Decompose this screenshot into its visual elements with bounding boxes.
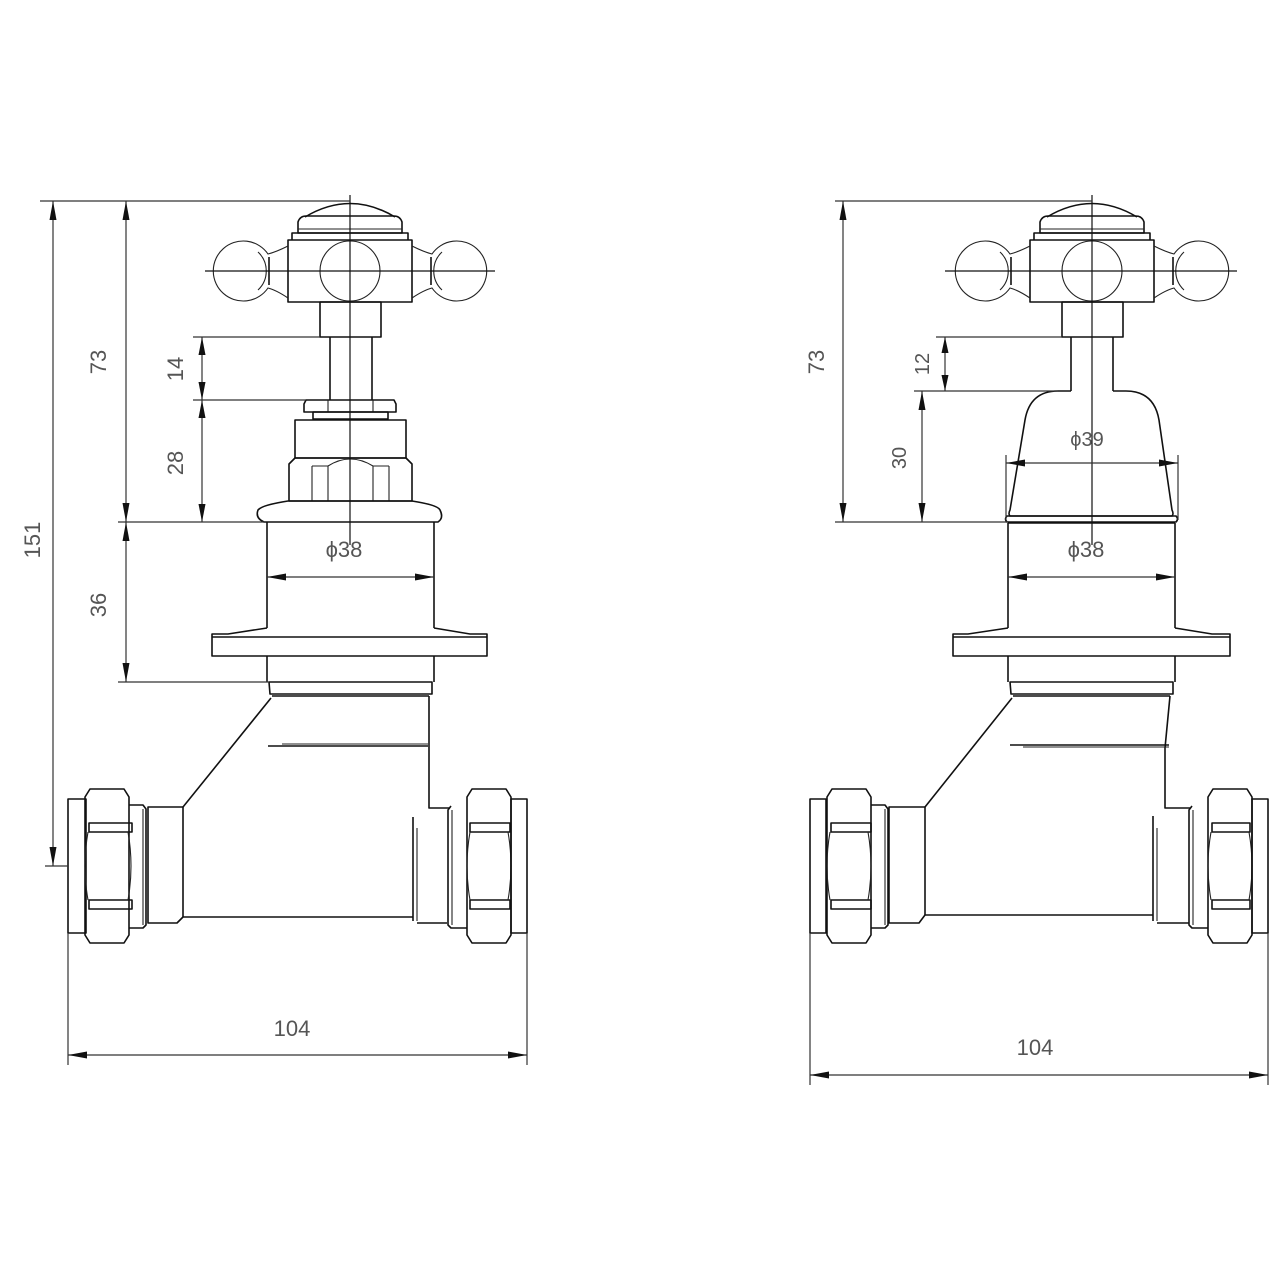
right-overall-width-label: 104 xyxy=(1017,1035,1054,1060)
left-valve-view: 151 73 36 14 28 ϕ38 104 xyxy=(20,195,528,1065)
right-crosshead-handle xyxy=(945,202,1237,303)
left-dimensions xyxy=(40,200,528,1065)
left-flange-ring xyxy=(256,500,443,523)
right-compression-nut-right xyxy=(1188,788,1269,944)
left-36-label: 36 xyxy=(86,593,111,617)
right-compression-nut-left xyxy=(809,788,889,944)
right-valve-body xyxy=(888,695,1190,924)
left-28-label: 28 xyxy=(163,451,188,475)
left-body-shroud xyxy=(211,522,488,697)
left-overall-height-label: 151 xyxy=(20,522,45,559)
right-shroud-diameter-label: ϕ39 xyxy=(1070,429,1103,451)
left-body-diameter-label: ϕ38 xyxy=(326,537,363,562)
right-body-shroud xyxy=(952,523,1231,697)
right-73-label: 73 xyxy=(804,350,829,374)
right-dimensions xyxy=(809,200,1269,1085)
right-30-label: 30 xyxy=(889,447,911,469)
left-compression-nut-left xyxy=(67,788,147,944)
right-12-label: 12 xyxy=(912,353,934,375)
right-body-diameter-label: ϕ38 xyxy=(1068,537,1105,562)
left-overall-width-label: 104 xyxy=(274,1016,311,1041)
left-73-label: 73 xyxy=(86,350,111,374)
left-14-label: 14 xyxy=(163,357,188,381)
left-compression-nut-right xyxy=(447,788,528,944)
left-valve-body xyxy=(147,696,450,924)
right-valve-view: 73 12 30 ϕ39 ϕ38 104 xyxy=(804,195,1269,1085)
